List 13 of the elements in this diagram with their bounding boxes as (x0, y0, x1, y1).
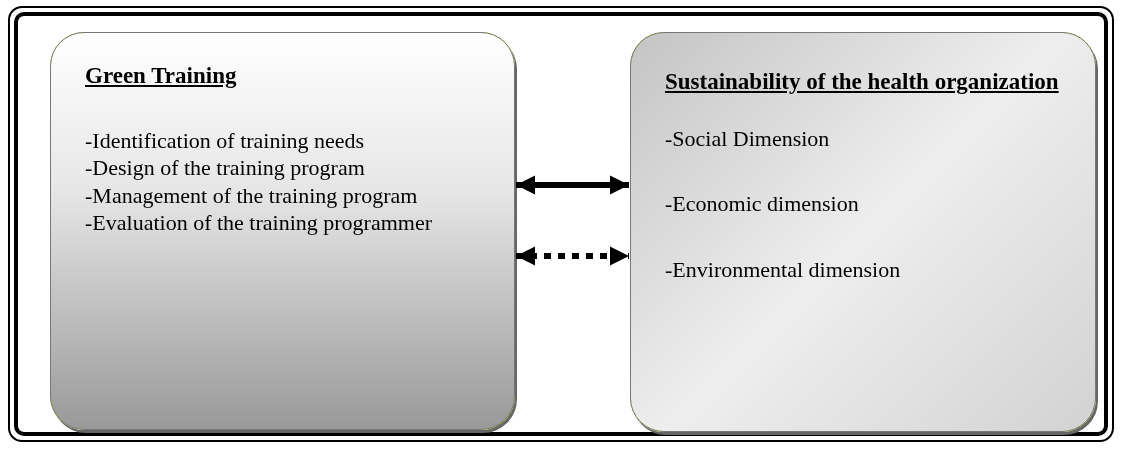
box-heading: Sustainability of the health organization (665, 69, 1060, 96)
box-heading: Green Training (85, 63, 238, 90)
list-item: -Design of the training program (85, 154, 366, 182)
list-item: -Identification of training needs (85, 127, 366, 155)
double-arrow (516, 175, 629, 195)
rounded-box (50, 32, 515, 430)
double-arrow (516, 246, 629, 266)
list-item: -Environmental dimension (665, 255, 902, 283)
list-item: -Economic dimension (665, 190, 860, 218)
list-item: -Social Dimension (665, 125, 831, 153)
rounded-box (630, 32, 1096, 432)
list-item: -Evaluation of the training programmer (85, 208, 433, 236)
list-item: -Management of the training program (85, 181, 419, 209)
